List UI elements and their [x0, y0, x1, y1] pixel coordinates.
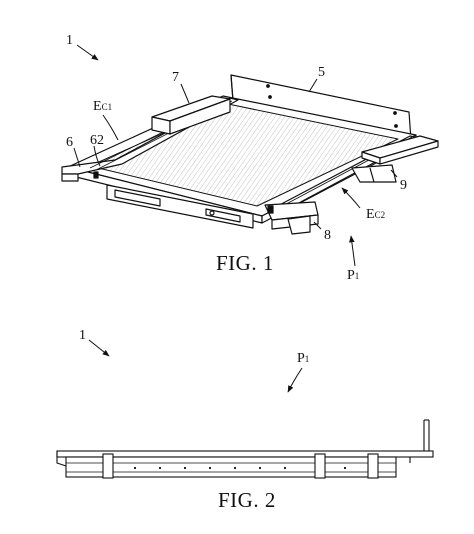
- ref-left-rail: 6: [66, 135, 73, 150]
- ref-left-pad: 7: [172, 70, 179, 85]
- ref-edge-c2: EC2: [366, 208, 385, 222]
- ref-plane-fig2: P1: [297, 352, 309, 366]
- ref-plane-fig2-main: P: [297, 351, 305, 366]
- ref-assembly-fig1: 1: [66, 33, 73, 48]
- ref-plane-fig1-sub: 1: [354, 271, 360, 281]
- fig2-drawing: [56, 419, 434, 479]
- ref-plane-fig1-main: P: [347, 268, 355, 283]
- ref-rail-edge: 62: [90, 133, 104, 148]
- fig2-caption: FIG. 2: [218, 488, 276, 512]
- ref-edge-c2-main: E: [366, 207, 375, 222]
- right-bracket: [351, 135, 439, 183]
- back-plate: [230, 74, 412, 141]
- side-profile: [56, 419, 434, 479]
- ref-right-pad: 8: [324, 228, 331, 243]
- fig1-leaders: [73, 44, 398, 267]
- lower-drawer: [106, 184, 254, 229]
- ref-edge-c1-main: E: [93, 99, 102, 114]
- fig1-caption: FIG. 1: [216, 251, 274, 275]
- ref-assembly-fig2: 1: [79, 328, 86, 343]
- ref-edge-c1: EC1: [93, 100, 112, 114]
- ref-plane-fig1: P1: [347, 269, 359, 283]
- ref-right-bracket: 9: [400, 178, 407, 193]
- fig2-leaders: [88, 339, 303, 393]
- profile-holes: [133, 466, 347, 470]
- ref-edge-c2-sub: C2: [374, 210, 386, 220]
- ref-edge-c1-sub: C1: [101, 102, 113, 112]
- left-pad: [151, 95, 231, 135]
- fig1-drawing: [61, 74, 439, 235]
- ref-back-plate: 5: [318, 65, 325, 80]
- ref-plane-fig2-sub: 1: [304, 354, 310, 364]
